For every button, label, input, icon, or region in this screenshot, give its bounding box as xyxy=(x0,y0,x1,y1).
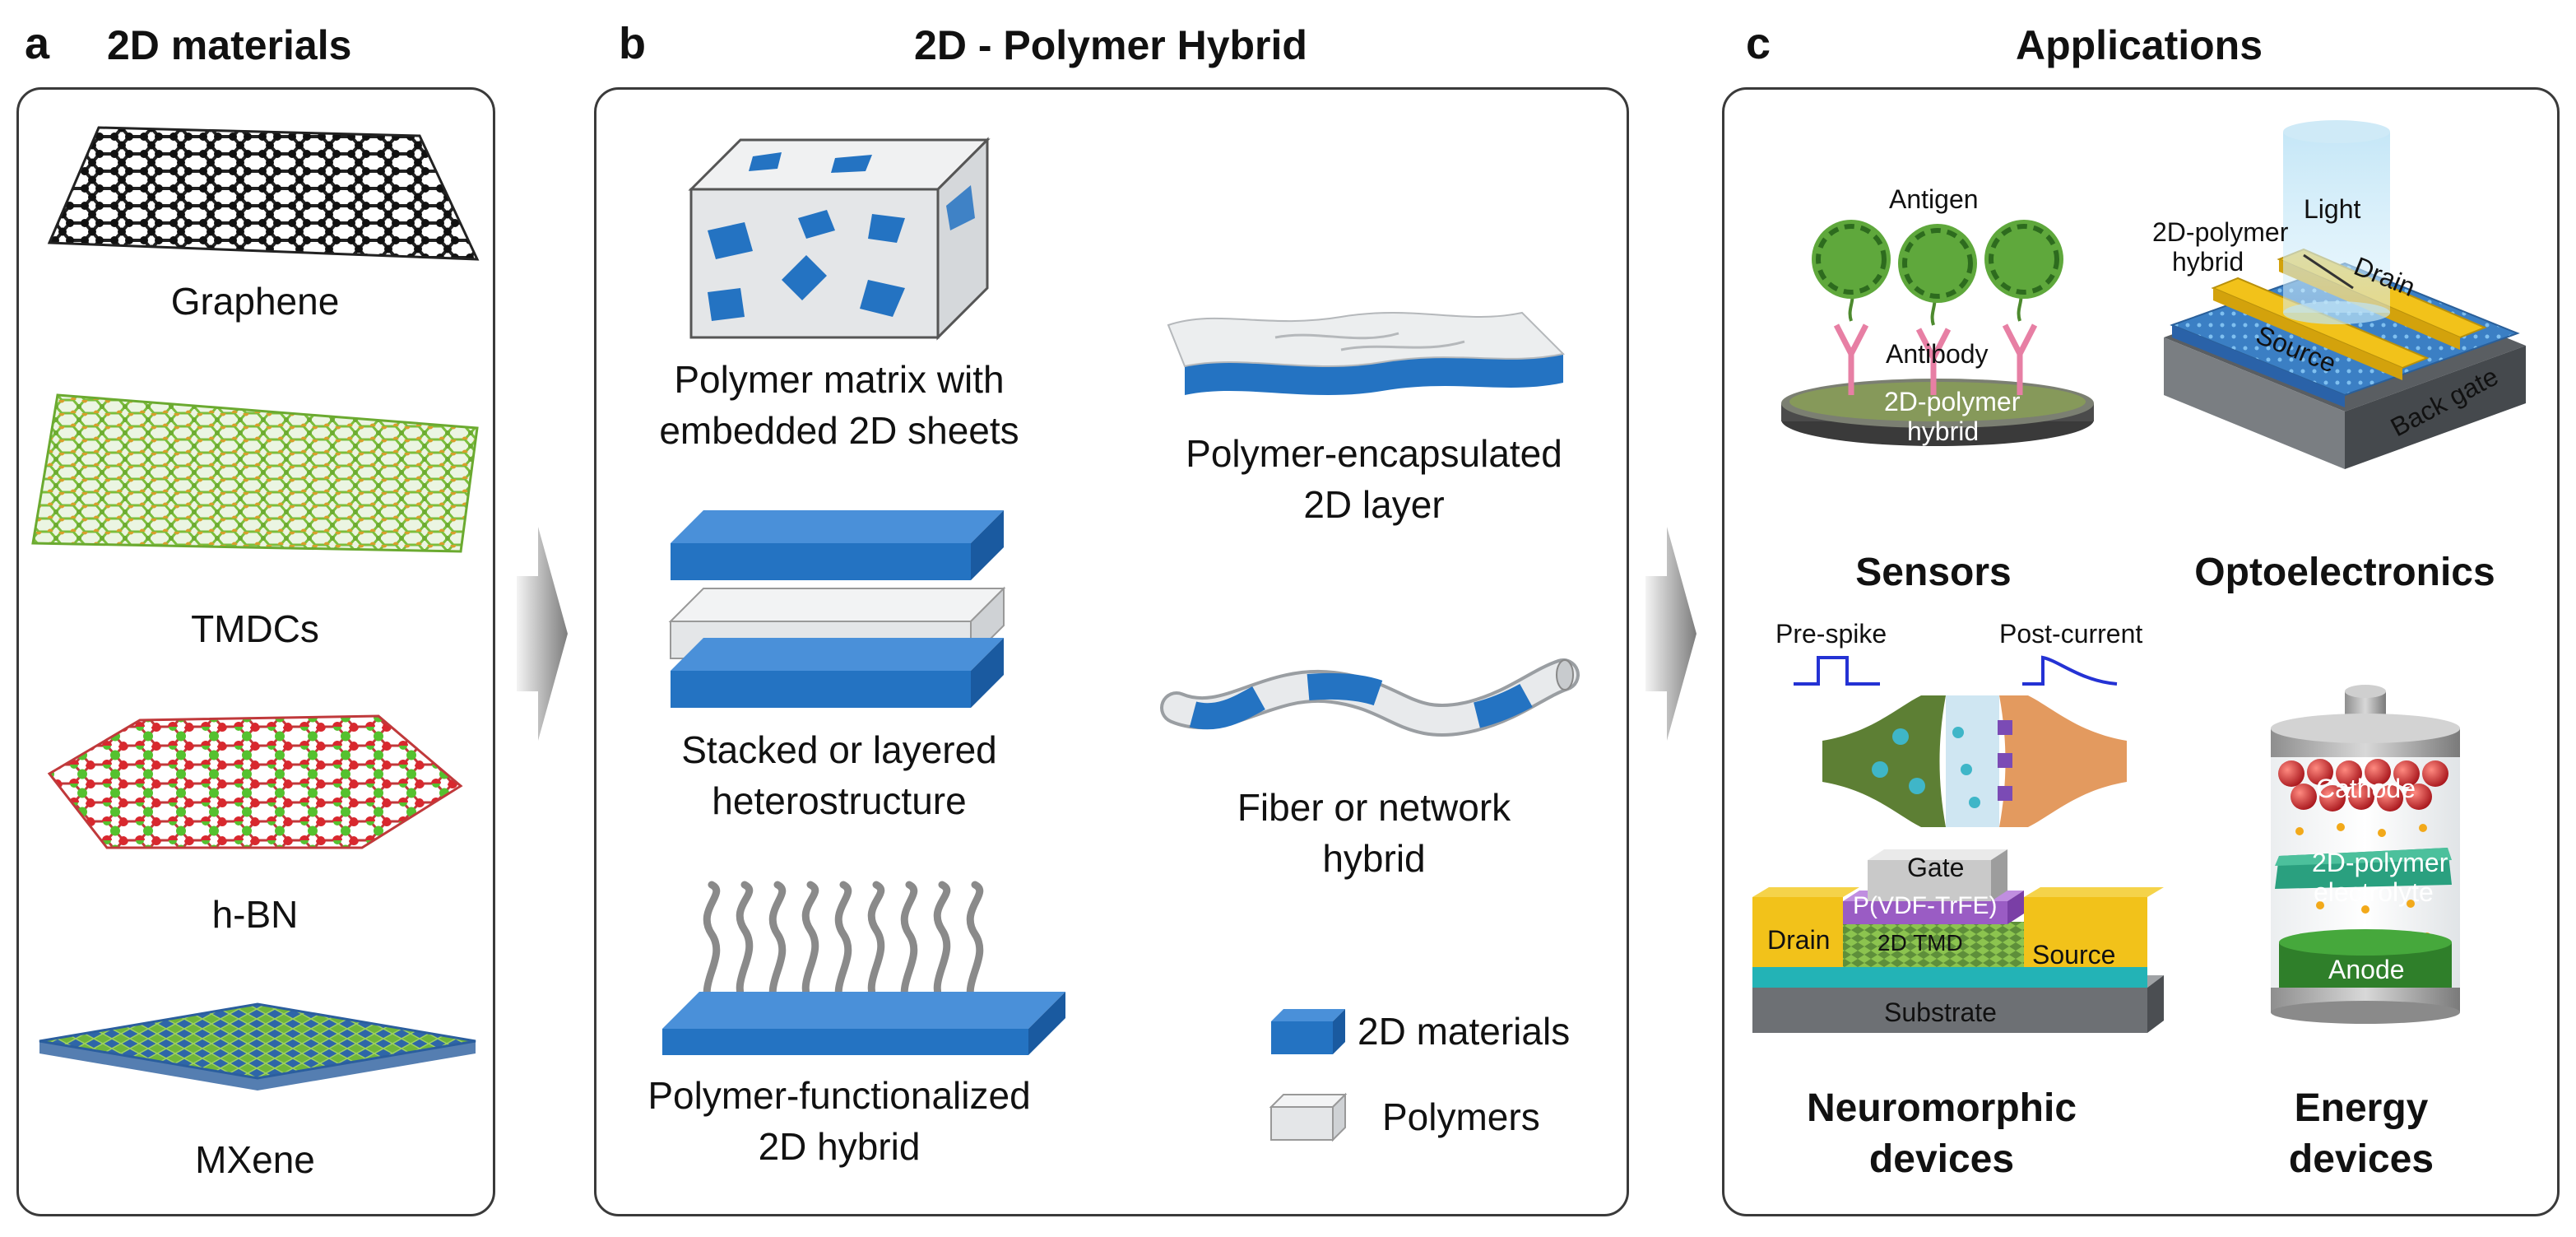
neuro-source-label: Source xyxy=(2032,940,2116,970)
panel-b-letter: b xyxy=(619,19,646,68)
legend-polymer-swatch xyxy=(1269,1092,1348,1142)
opto-illustration xyxy=(2164,120,2526,469)
matrix-label-2: embedded 2D sheets xyxy=(659,409,1019,452)
encapsulated-label-1: Polymer-encapsulated xyxy=(1186,432,1562,475)
neuro-drain-label: Drain xyxy=(1767,925,1831,955)
electrolyte-label-2: electrolyte xyxy=(2314,877,2434,907)
panel-a-letter: a xyxy=(25,19,50,68)
energy-label-1: Energy xyxy=(2294,1086,2429,1130)
pre-spike-label: Pre-spike xyxy=(1775,619,1887,649)
tmdc-label: TMDCs xyxy=(191,607,319,650)
opto-hybrid-label-2: hybrid xyxy=(2172,247,2244,277)
energy-label-2: devices xyxy=(2288,1137,2434,1181)
hbn-sheet xyxy=(47,714,463,849)
post-current-waveform xyxy=(2022,655,2118,686)
neuromorphic-label-2: devices xyxy=(1868,1137,2015,1181)
legend-2d-swatch xyxy=(1271,1009,1345,1054)
ferro-label: P(VDF-TrFE) xyxy=(1853,892,1998,919)
tmdc-sheet xyxy=(31,393,479,553)
graphene-label: Graphene xyxy=(170,280,340,323)
neuro-gate-label: Gate xyxy=(1907,853,1965,882)
panel-c-title: Applications xyxy=(2015,22,2263,68)
polymer-encapsulated-layer xyxy=(1167,311,1566,395)
sensor-illustration xyxy=(1781,220,2094,446)
sensor-hybrid-label-1: 2D-polymer xyxy=(1884,387,2021,416)
functionalized-label-1: Polymer-functionalized xyxy=(647,1074,1031,1117)
battery-illustration xyxy=(2271,685,2460,1024)
antigen-label: Antigen xyxy=(1889,184,1979,214)
sensors-label: Sensors xyxy=(1855,551,2012,594)
legend-polymer-label: Polymers xyxy=(1382,1095,1540,1138)
pre-spike-waveform xyxy=(1794,656,1880,686)
light-label: Light xyxy=(2304,194,2361,224)
antibody-label: Antibody xyxy=(1886,339,1989,369)
polymer-matrix-cube xyxy=(688,137,991,341)
hbn-label: h-BN xyxy=(211,893,299,936)
stacked-label-1: Stacked or layered xyxy=(681,728,997,771)
panel-a-title: 2D materials xyxy=(107,22,352,68)
graphene-sheet xyxy=(47,126,480,261)
anode-label: Anode xyxy=(2328,955,2405,984)
neuromorphic-transistor xyxy=(1752,849,2164,1033)
arrow-right-icon xyxy=(517,527,568,741)
tmd-label: 2D TMD xyxy=(1877,930,1963,956)
legend-2d-label: 2D materials xyxy=(1358,1010,1571,1053)
arrow-right-icon-2 xyxy=(1645,527,1696,741)
mxene-label: MXene xyxy=(195,1138,315,1181)
functionalized-label-2: 2D hybrid xyxy=(758,1125,921,1168)
synapse-illustration xyxy=(1822,695,2127,827)
cathode-label: Cathode xyxy=(2316,774,2416,803)
fiber-label-1: Fiber or network xyxy=(1237,786,1511,829)
matrix-label-1: Polymer matrix with xyxy=(674,358,1005,401)
polymer-functionalized-sheet xyxy=(662,881,1065,1055)
stacked-heterostructure xyxy=(668,510,1006,708)
encapsulated-label-2: 2D layer xyxy=(1303,483,1445,526)
fiber-network-hybrid xyxy=(1160,658,1580,737)
stacked-label-2: heterostructure xyxy=(712,779,967,822)
optoelectronics-label: Optoelectronics xyxy=(2194,551,2495,594)
substrate-label: Substrate xyxy=(1884,998,1997,1027)
post-current-label: Post-current xyxy=(1999,619,2143,649)
fiber-label-2: hybrid xyxy=(1322,837,1426,880)
neuromorphic-label-1: Neuromorphic xyxy=(1806,1086,2077,1130)
panel-b-title: 2D - Polymer Hybrid xyxy=(914,22,1307,68)
sensor-hybrid-label-2: hybrid xyxy=(1907,416,1980,446)
electrolyte-label-1: 2D-polymer xyxy=(2312,848,2448,877)
opto-hybrid-label-1: 2D-polymer xyxy=(2152,217,2289,247)
panel-c-letter: c xyxy=(1746,19,1771,68)
mxene-sheet xyxy=(39,1002,476,1091)
